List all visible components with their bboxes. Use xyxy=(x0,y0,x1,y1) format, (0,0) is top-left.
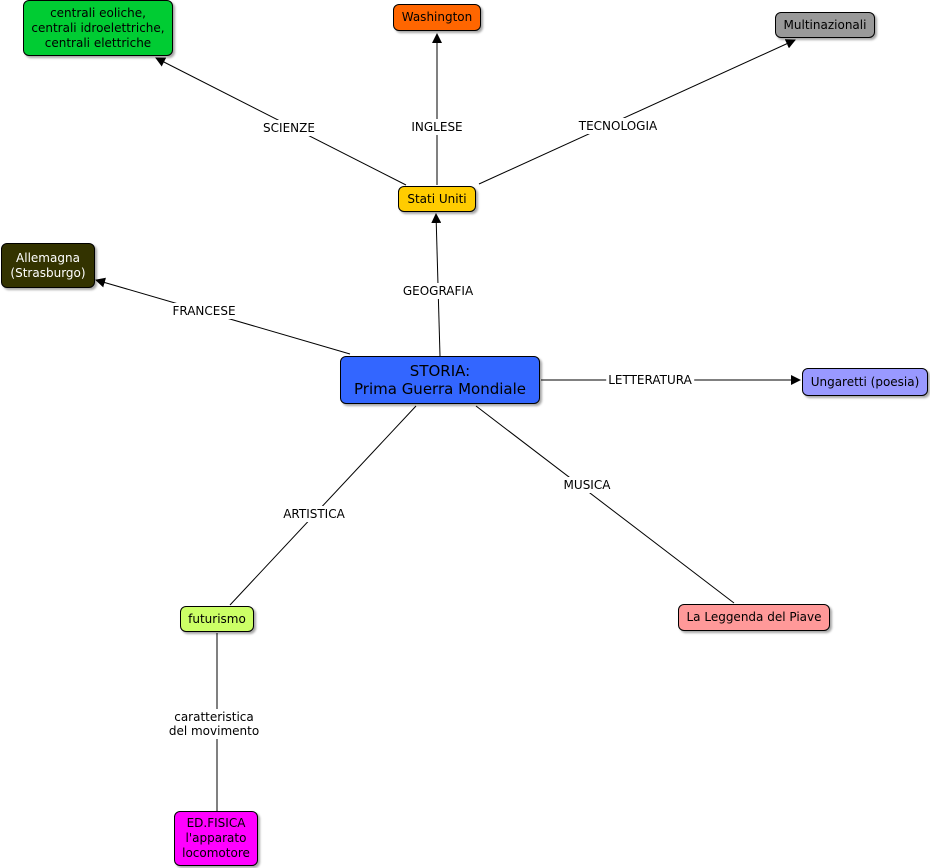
label-musica: MUSICA xyxy=(561,477,613,493)
link-artistica xyxy=(229,405,417,606)
node-washington[interactable]: Washington xyxy=(393,4,481,31)
label-caratteristica: caratteristica del movimento xyxy=(166,709,262,739)
node-multinazionali[interactable]: Multinazionali xyxy=(775,12,875,38)
node-allemagna[interactable]: Allemagna (Strasburgo) xyxy=(1,243,95,288)
label-geografia: GEOGRAFIA xyxy=(400,283,476,299)
link-musica xyxy=(475,405,735,604)
label-tecnologia: TECNOLOGIA xyxy=(576,118,660,134)
label-scienze: SCIENZE xyxy=(261,120,317,136)
label-inglese: INGLESE xyxy=(409,119,465,135)
node-edfisica[interactable]: ED.FISICA l'apparato locomotore xyxy=(174,811,258,866)
node-futurismo[interactable]: futurismo xyxy=(180,606,254,632)
node-stati-uniti[interactable]: Stati Uniti xyxy=(398,186,476,212)
label-letteratura: LETTERATURA xyxy=(606,372,694,388)
label-francese: FRANCESE xyxy=(170,303,238,319)
node-storia[interactable]: STORIA: Prima Guerra Mondiale xyxy=(340,356,540,404)
link-tecnologia xyxy=(478,39,796,185)
label-artistica: ARTISTICA xyxy=(281,506,347,522)
node-leggenda[interactable]: La Leggenda del Piave xyxy=(678,604,830,631)
node-ungaretti[interactable]: Ungaretti (poesia) xyxy=(802,368,928,396)
node-centrali[interactable]: centrali eoliche, centrali idroelettrich… xyxy=(23,0,173,56)
